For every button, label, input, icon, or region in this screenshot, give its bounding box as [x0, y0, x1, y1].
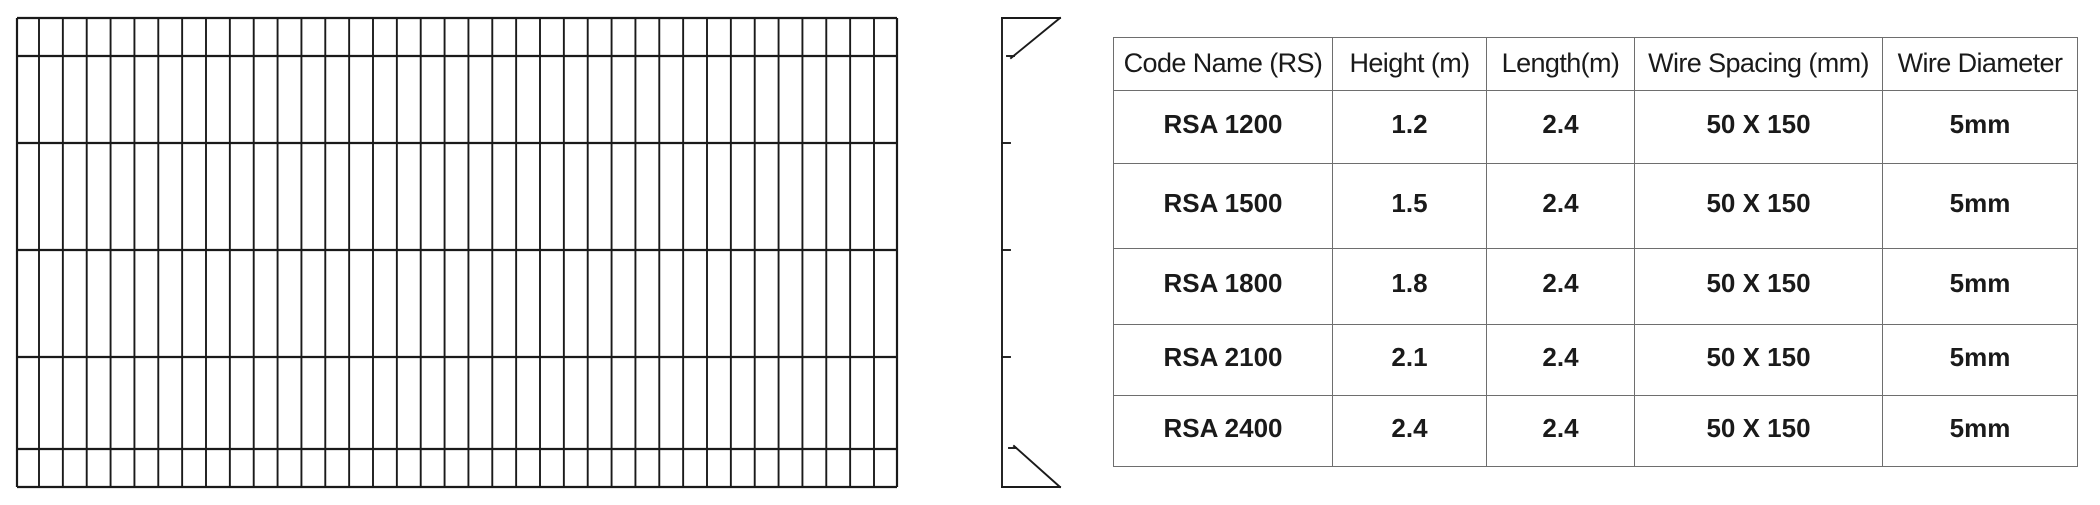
cell-value: 5mm: [1949, 108, 2011, 139]
spec-table-header-row: Code Name (RS) Height (m) Length(m) Wire…: [1113, 37, 2078, 91]
cell-height: 2.1: [1332, 324, 1487, 396]
cell-wire-diameter: 5mm: [1882, 248, 2078, 325]
cell-value: RSA 1200: [1163, 108, 1283, 139]
cell-length: 2.4: [1486, 395, 1635, 467]
side-bottom-fold: [1012, 444, 1062, 489]
cell-code-name: RSA 1800: [1113, 248, 1333, 325]
table-row: RSA 1200 1.2 2.4 50 X 150 5mm: [1113, 90, 2078, 164]
cell-value: 5mm: [1949, 412, 2011, 443]
cell-value: RSA 1800: [1163, 268, 1283, 298]
cell-wire-diameter: 5mm: [1882, 395, 2078, 467]
header-wire-spacing: Wire Spacing (mm): [1634, 37, 1883, 91]
cell-value: 2.4: [1542, 108, 1579, 139]
header-wire-diameter: Wire Diameter: [1882, 37, 2078, 91]
side-top-fold: [1009, 16, 1062, 60]
cell-value: 2.4: [1542, 268, 1579, 298]
fence-panel-side-profile: [1001, 16, 1062, 489]
cell-value: 5mm: [1949, 268, 2011, 298]
cell-value: 5mm: [1949, 187, 2011, 218]
mesh-wires: [15, 16, 899, 489]
cell-value: 2.4: [1391, 412, 1428, 443]
cell-wire-spacing: 50 X 150: [1634, 163, 1883, 249]
cell-wire-spacing: 50 X 150: [1634, 395, 1883, 467]
cell-code-name: RSA 2400: [1113, 395, 1333, 467]
header-length: Length(m): [1486, 37, 1635, 91]
cell-wire-spacing: 50 X 150: [1634, 90, 1883, 164]
side-profile-lines: [1001, 16, 1062, 489]
cell-value: 2.1: [1391, 341, 1428, 372]
cell-value: 50 X 150: [1706, 187, 1811, 218]
cell-length: 2.4: [1486, 248, 1635, 325]
cell-value: RSA 1500: [1163, 187, 1283, 218]
table-row: RSA 2400 2.4 2.4 50 X 150 5mm: [1113, 395, 2078, 467]
header-label: Height (m): [1349, 47, 1470, 78]
table-row: RSA 2100 2.1 2.4 50 X 150 5mm: [1113, 324, 2078, 396]
cell-wire-spacing: 50 X 150: [1634, 324, 1883, 396]
cell-value: RSA 2100: [1163, 341, 1283, 372]
cell-value: 50 X 150: [1706, 108, 1811, 139]
cell-value: 50 X 150: [1706, 412, 1811, 443]
cell-height: 1.8: [1332, 248, 1487, 325]
cell-wire-diameter: 5mm: [1882, 324, 2078, 396]
header-label: Wire Diameter: [1897, 47, 2063, 78]
cell-value: 1.8: [1391, 268, 1428, 298]
cell-wire-diameter: 5mm: [1882, 90, 2078, 164]
cell-wire-spacing: 50 X 150: [1634, 248, 1883, 325]
cell-value: 1.5: [1391, 187, 1428, 218]
header-height: Height (m): [1332, 37, 1487, 91]
table-row: RSA 1800 1.8 2.4 50 X 150 5mm: [1113, 248, 2078, 325]
spec-table: Code Name (RS) Height (m) Length(m) Wire…: [1113, 37, 2078, 467]
cell-wire-diameter: 5mm: [1882, 163, 2078, 249]
cell-value: 1.2: [1391, 108, 1428, 139]
table-row: RSA 1500 1.5 2.4 50 X 150 5mm: [1113, 163, 2078, 249]
cell-length: 2.4: [1486, 90, 1635, 164]
cell-height: 2.4: [1332, 395, 1487, 467]
header-label: Wire Spacing (mm): [1648, 47, 1869, 78]
cell-code-name: RSA 1200: [1113, 90, 1333, 164]
cell-value: 50 X 150: [1706, 268, 1811, 298]
fence-panel-front-view: [15, 16, 899, 489]
cell-value: 50 X 150: [1706, 341, 1811, 372]
cell-value: 5mm: [1949, 341, 2011, 372]
cell-value: 2.4: [1542, 341, 1579, 372]
cell-height: 1.5: [1332, 163, 1487, 249]
cell-height: 1.2: [1332, 90, 1487, 164]
cell-length: 2.4: [1486, 324, 1635, 396]
cell-value: 2.4: [1542, 187, 1579, 218]
cell-value: RSA 2400: [1163, 412, 1283, 443]
header-label: Code Name (RS): [1123, 47, 1323, 78]
header-code-name: Code Name (RS): [1113, 37, 1333, 91]
cell-value: 2.4: [1542, 412, 1579, 443]
cell-code-name: RSA 1500: [1113, 163, 1333, 249]
cell-code-name: RSA 2100: [1113, 324, 1333, 396]
header-label: Length(m): [1501, 47, 1620, 78]
cell-length: 2.4: [1486, 163, 1635, 249]
